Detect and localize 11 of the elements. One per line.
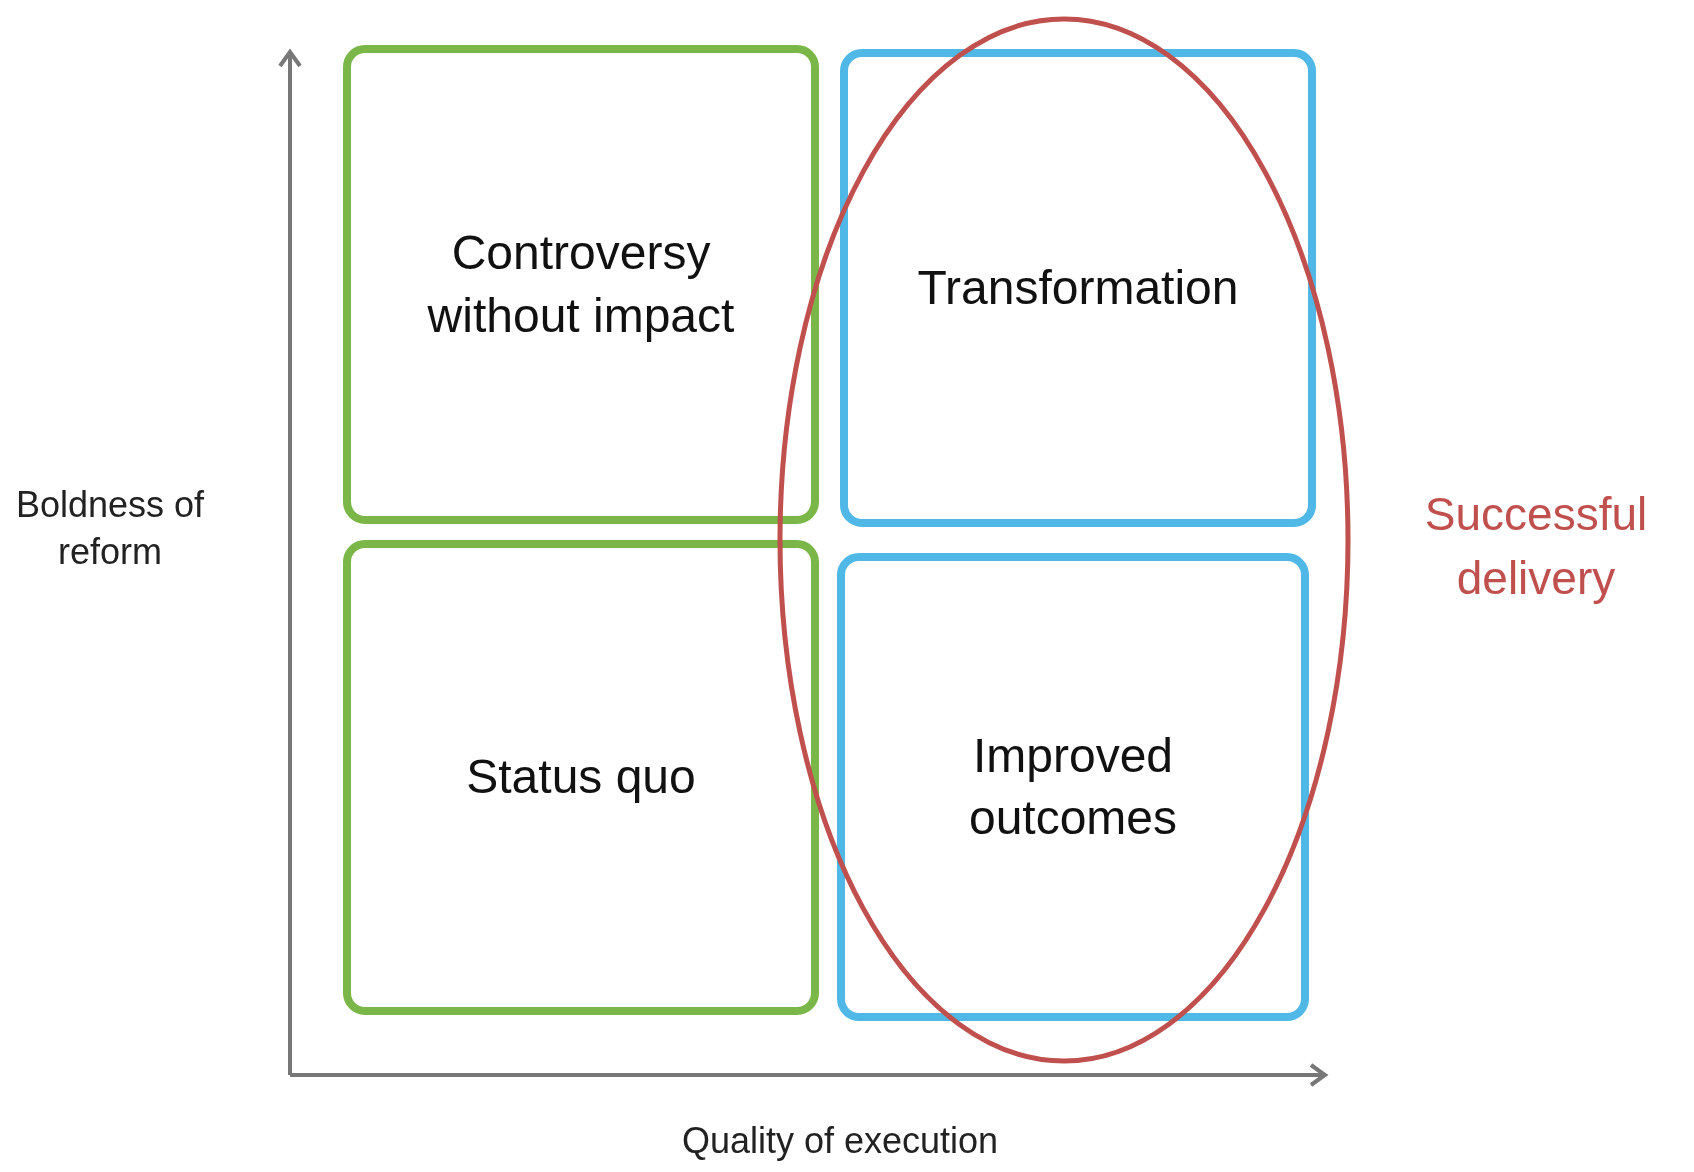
quadrant-box xyxy=(837,553,1309,1021)
quadrant-box xyxy=(840,49,1316,527)
quadrant-label: Status quo xyxy=(466,749,696,806)
group-label: Successful delivery xyxy=(1406,482,1666,611)
axis-label: Boldness of reform xyxy=(14,483,206,574)
axis-label: Quality of execution xyxy=(680,1119,1000,1163)
quadrant-box xyxy=(343,540,819,1015)
quadrant-box xyxy=(343,45,819,524)
quadrant-label: Transformation xyxy=(917,259,1239,316)
quadrant-label: Improved outcomes xyxy=(967,727,1179,846)
quadrant-label: Controversy without impact xyxy=(426,225,736,344)
